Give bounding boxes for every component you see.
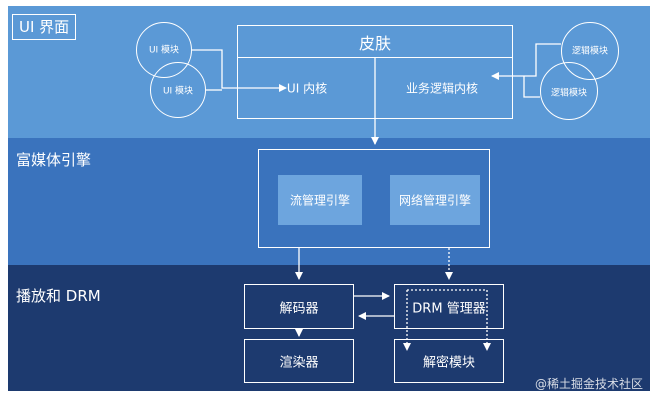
decoder-label: 解码器 — [279, 301, 319, 317]
watermark: @稀土掘金技术社区 — [534, 377, 643, 391]
network-manager-label: 网络管理引擎 — [398, 193, 472, 208]
decoder-box — [244, 284, 354, 329]
logic-core-label: 业务逻辑内核 — [405, 81, 479, 96]
media-engine-box — [258, 149, 490, 248]
stream-manager-label: 流管理引擎 — [289, 193, 351, 208]
drm-manager-label: DRM 管理器 — [412, 301, 486, 317]
ui-layer-label: UI 界面 — [12, 14, 77, 40]
decrypt-module-label: 解密模块 — [422, 355, 476, 371]
playback-drm-layer-label: 播放和 DRM — [16, 287, 101, 305]
stream-manager-box — [278, 175, 362, 225]
media-engine-layer-label: 富媒体引擎 — [16, 151, 92, 169]
logic-module-label-1: 逻辑模块 — [571, 46, 609, 57]
renderer-label: 渲染器 — [279, 355, 319, 371]
ui-module-label-1: UI 模块 — [148, 45, 180, 56]
ui-core-label: UI 内核 — [286, 81, 328, 96]
network-manager-box — [390, 175, 480, 225]
logic-module-circle-2 — [540, 62, 598, 120]
skin-title: 皮肤 — [358, 34, 392, 53]
ui-module-label-2: UI 模块 — [162, 86, 194, 97]
renderer-box — [244, 339, 354, 383]
logic-module-label-2: 逻辑模块 — [550, 88, 588, 99]
ui-module-circle-2 — [150, 62, 206, 118]
